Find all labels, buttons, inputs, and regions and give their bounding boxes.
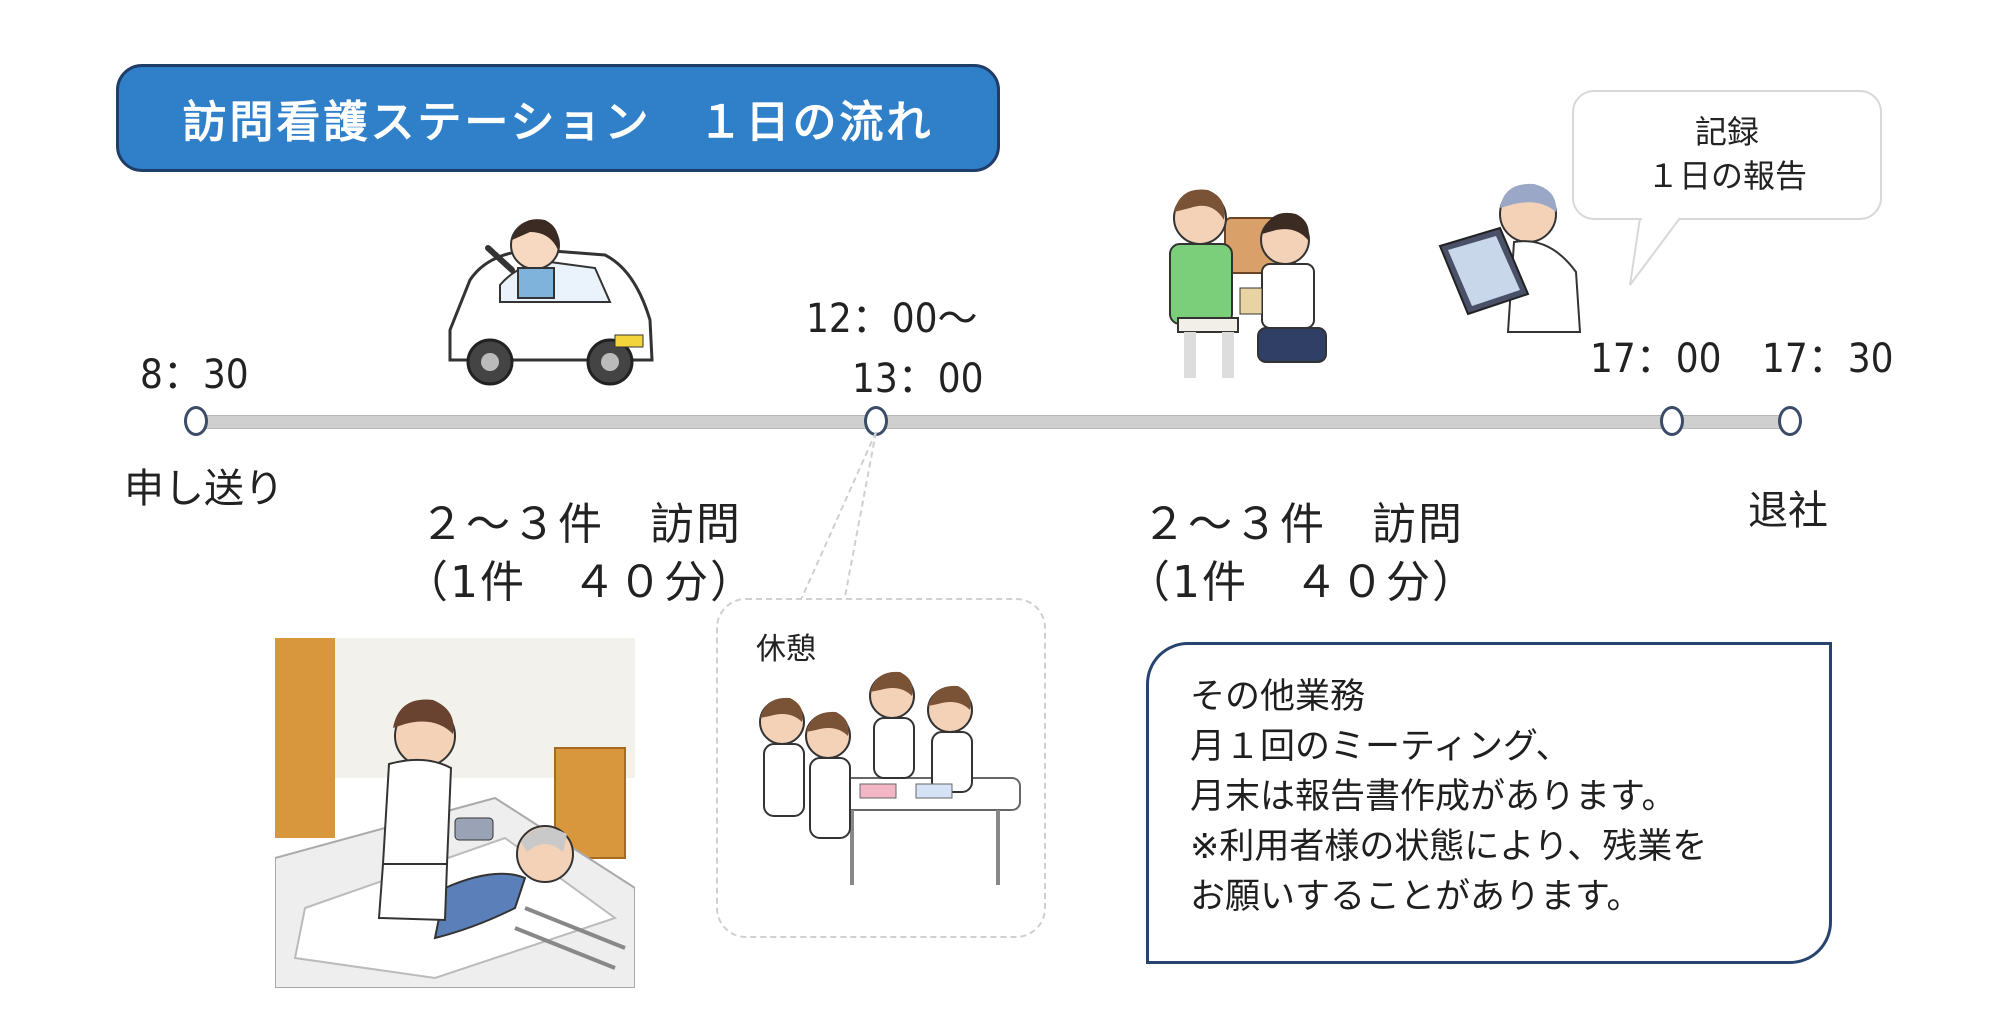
time-1700: 17：00	[1590, 326, 1722, 384]
time-0830: 8：30	[140, 342, 249, 400]
record-line-2: １日の報告	[1572, 154, 1882, 198]
morning-visit-duration: （1件 ４０分）	[404, 546, 756, 610]
record-bubble-text: 記録 １日の報告	[1572, 110, 1882, 198]
label-handover: 申し送り	[124, 456, 284, 514]
car-driver-illustration	[430, 210, 670, 400]
timeline-node-1730	[1778, 406, 1802, 436]
timeline-node-0830	[184, 406, 208, 436]
time-1300-end: 13：00	[852, 346, 984, 404]
nurse-home-care-illustration	[1150, 178, 1350, 388]
time-1200-start: 12：00～	[806, 286, 978, 344]
label-leave: 退社	[1748, 478, 1828, 536]
other-work-heading: その他業務	[1190, 672, 1707, 722]
other-work-line-request: お願いすることがあります。	[1190, 872, 1707, 922]
staff-break-illustration	[740, 660, 1030, 900]
timeline-bar	[190, 415, 1790, 429]
timeline-node-1700	[1660, 406, 1684, 436]
morning-visit-count: ２～３件 訪問	[420, 488, 742, 552]
time-1730: 17：30	[1762, 326, 1894, 384]
other-work-line-meeting: 月１回のミーティング、	[1190, 722, 1707, 772]
break-bubble-pointer	[770, 420, 890, 610]
other-work-line-overtime: ※利用者様の状態により、残業を	[1190, 822, 1707, 872]
other-work-line-report: 月末は報告書作成があります。	[1190, 772, 1707, 822]
afternoon-visit-count: ２～３件 訪問	[1142, 488, 1464, 552]
nurse-tablet-illustration	[1430, 176, 1590, 336]
page-title: 訪問看護ステーション １日の流れ	[116, 64, 1000, 172]
afternoon-visit-duration: （1件 ４０分）	[1126, 546, 1478, 610]
record-line-1: 記録	[1572, 110, 1882, 154]
nurse-with-patient-illustration	[275, 638, 635, 988]
other-work-text: その他業務 月１回のミーティング、 月末は報告書作成があります。 ※利用者様の状…	[1190, 672, 1707, 922]
